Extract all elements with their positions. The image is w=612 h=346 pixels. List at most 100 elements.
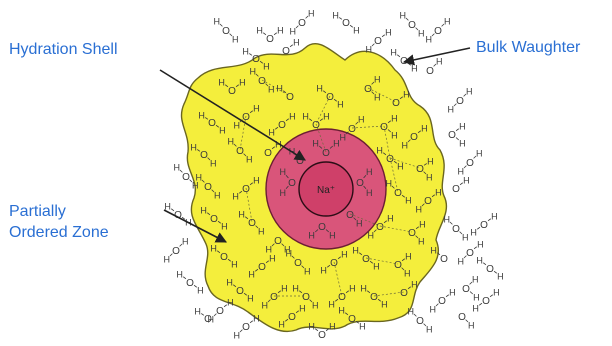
covalent-bond [233, 143, 237, 147]
water-molecule: OHH [316, 83, 343, 109]
oxygen-atom: O [282, 46, 290, 57]
oxygen-atom: O [480, 220, 488, 231]
oxygen-atom: O [322, 148, 330, 159]
oxygen-atom: O [462, 284, 470, 295]
hydrogen-atom: H [333, 138, 340, 148]
covalent-bond [219, 23, 223, 27]
oxygen-atom: O [296, 156, 304, 167]
oxygen-atom: O [264, 148, 272, 159]
hydrogen-atom: H [463, 175, 470, 185]
hydrogen-atom: H [253, 175, 260, 185]
bulk-water-label: Bulk Waughter [476, 39, 581, 56]
covalent-bond [363, 185, 367, 190]
covalent-bond [179, 243, 183, 247]
water-molecule: OHH [458, 148, 483, 176]
covalent-bond [445, 294, 449, 298]
oxygen-atom: O [172, 246, 180, 257]
hydrogen-atom: H [391, 113, 398, 123]
hydrogen-atom: H [190, 143, 197, 153]
oxygen-atom: O [380, 122, 388, 133]
covalent-bond [273, 32, 277, 36]
covalent-bond [459, 182, 463, 186]
water-molecule: OHH [368, 213, 394, 240]
hydrogen-atom: H [374, 93, 381, 103]
covalent-bond [401, 267, 405, 271]
covalent-bond [435, 303, 439, 307]
covalent-bond [463, 255, 467, 259]
hydrogen-atom: H [164, 255, 171, 265]
oxygen-atom: O [452, 224, 460, 235]
water-molecule: OHH [226, 277, 253, 303]
hydrogen-atom: H [227, 297, 234, 307]
hydrogen-atom: H [293, 37, 300, 47]
covalent-bond [291, 255, 295, 259]
covalent-bond [487, 218, 491, 222]
oxygen-atom: O [302, 292, 310, 303]
oxygen-atom: O [376, 222, 384, 233]
oxygen-atom: O [482, 296, 490, 307]
hydrogen-atom: H [436, 56, 443, 66]
covalent-bond [249, 110, 253, 114]
covalent-bond [295, 310, 299, 314]
covalent-bond [249, 320, 253, 324]
covalent-bond [415, 27, 419, 31]
oxygen-atom: O [424, 196, 432, 207]
covalent-bond [463, 93, 467, 97]
covalent-bond [469, 291, 474, 295]
hydrogen-atom: H [444, 214, 451, 224]
oxygen-atom: O [342, 18, 350, 29]
hydrogen-atom: H [430, 245, 437, 255]
oxygen-atom: O [456, 96, 464, 107]
water-molecule: OHH [360, 283, 387, 309]
hydrogen-atom: H [459, 121, 466, 131]
hydration-shell-label: Hydration Shell [9, 41, 118, 58]
covalent-bond [479, 302, 483, 306]
water-molecule: OHH [364, 74, 380, 102]
hydrogen-atom: H [248, 270, 255, 280]
covalent-bond [349, 24, 353, 28]
hydrogen-atom: H [444, 16, 451, 26]
bulk-water-arrow [402, 47, 471, 66]
covalent-bond [477, 226, 481, 230]
water-molecule: OHH [290, 8, 315, 36]
covalent-bond [345, 290, 349, 294]
hydrogen-atom: H [391, 131, 398, 141]
water-molecule: OHH [472, 287, 499, 313]
oxygen-atom: O [200, 150, 208, 161]
hydrogen-atom: H [308, 231, 315, 241]
covalent-bond [285, 185, 289, 190]
oxygen-atom: O [408, 20, 416, 31]
covalent-bond [455, 128, 459, 132]
water-molecule: OHH [234, 313, 260, 340]
covalent-bond [271, 146, 275, 150]
oxygen-atom: O [312, 120, 320, 131]
oxygen-atom: O [386, 154, 394, 165]
hydrogen-atom: H [340, 133, 347, 143]
oxygen-atom: O [242, 112, 250, 123]
water-molecule: OH [264, 139, 281, 159]
hydrogen-atom: H [226, 277, 233, 287]
oxygen-atom: O [236, 286, 244, 297]
hydrogen-atom: H [221, 222, 228, 232]
covalent-bond [329, 145, 334, 149]
covalent-bond [353, 217, 357, 221]
water-molecule: OHH [340, 114, 365, 142]
hydrogen-atom: H [358, 114, 365, 124]
water-molecule: OHH [164, 201, 191, 227]
covalent-bond [383, 152, 387, 156]
oxygen-atom: O [252, 54, 260, 65]
covalent-bond [441, 23, 445, 27]
covalent-bond [318, 145, 323, 149]
oxygen-atom: O [182, 172, 190, 183]
water-molecule: OHH [356, 167, 372, 198]
hydrogen-atom: H [397, 162, 404, 172]
hydrogen-atom: H [210, 243, 217, 253]
oxygen-atom: O [438, 296, 446, 307]
covalent-bond [299, 290, 303, 294]
hydrogen-atom: H [284, 245, 291, 255]
hydrogen-atom: H [256, 25, 263, 35]
hydrogen-atom: H [381, 300, 388, 310]
